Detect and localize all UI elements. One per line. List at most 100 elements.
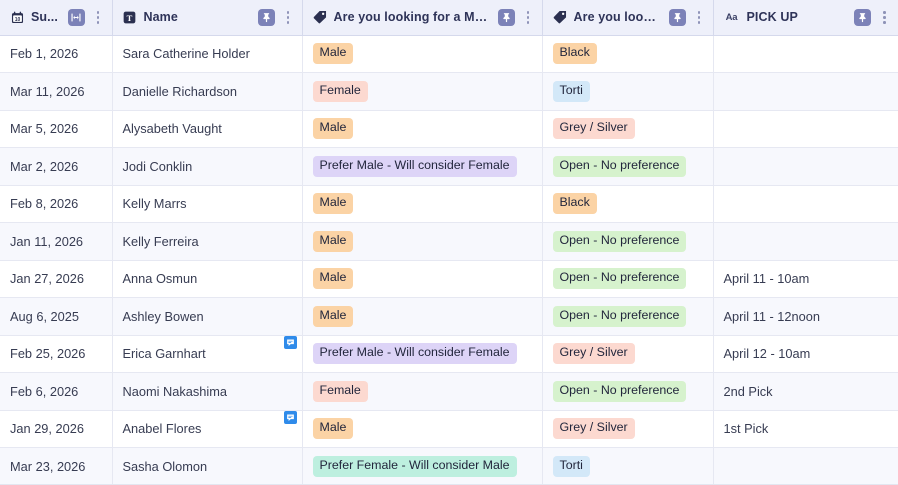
tag-chip[interactable]: Grey / Silver [552,343,635,365]
cell-date[interactable]: Jan 27, 2026 [0,260,113,298]
tag-chip[interactable]: Torti [552,80,590,102]
cell-pickup[interactable] [713,185,898,223]
cell-male-preference[interactable]: Male [302,410,543,448]
tag-chip[interactable]: Open - No preference [552,380,687,402]
comment-icon[interactable] [283,335,297,349]
cell-date[interactable]: Feb 1, 2026 [0,35,113,73]
tag-chip[interactable]: Male [312,43,354,65]
cell-pickup[interactable]: April 12 - 10am [713,335,898,373]
cell-male-preference[interactable]: Male [302,185,543,223]
cell-color-preference[interactable]: Grey / Silver [542,335,714,373]
cell-date[interactable]: Mar 2, 2026 [0,147,113,186]
column-menu-male[interactable] [523,9,534,25]
column-menu-name[interactable] [283,9,294,25]
cell-male-preference[interactable]: Male [302,110,543,148]
cell-pickup[interactable]: 2nd Pick [713,372,898,411]
cell-male-preference[interactable]: Prefer Male - Will consider Female [302,147,543,186]
tag-chip[interactable]: Black [552,43,597,65]
cell-name[interactable]: Anabel Flores [112,410,303,448]
column-menu-date[interactable] [93,9,104,25]
tag-chip[interactable]: Open - No preference [552,305,687,327]
cell-date[interactable]: Feb 8, 2026 [0,185,113,223]
cell-pickup[interactable] [713,72,898,111]
cell-color-preference[interactable]: Grey / Silver [542,110,714,148]
cell-date[interactable]: Mar 23, 2026 [0,447,113,484]
cell-name[interactable]: Ashley Bowen [112,297,303,336]
cell-pickup[interactable]: April 11 - 12noon [713,297,898,336]
pin-icon[interactable] [854,8,871,26]
pin-icon[interactable] [668,8,686,26]
cell-date[interactable]: Feb 6, 2026 [0,372,113,411]
cell-color-preference[interactable]: Grey / Silver [542,410,714,448]
cell-pickup[interactable] [713,110,898,148]
tag-chip[interactable]: Female [312,380,368,402]
cell-date[interactable]: Jan 29, 2026 [0,410,113,448]
cell-male-preference[interactable]: Female [302,372,543,411]
cell-male-preference[interactable]: Male [302,297,543,336]
cell-male-preference[interactable]: Male [302,35,543,73]
tag-chip[interactable]: Grey / Silver [552,118,635,140]
tag-chip[interactable]: Male [312,418,354,440]
tag-chip[interactable]: Open - No preference [552,268,687,290]
cell-name[interactable]: Alysabeth Vaught [112,110,303,148]
comment-icon[interactable] [283,410,297,424]
resize-column-icon[interactable] [67,8,85,26]
cell-color-preference[interactable]: Open - No preference [542,372,714,411]
cell-male-preference[interactable]: Female [302,72,543,111]
cell-date[interactable]: Jan 11, 2026 [0,222,113,261]
cell-color-preference[interactable]: Open - No preference [542,222,714,261]
tag-chip[interactable]: Female [312,80,368,102]
cell-name[interactable]: Jodi Conklin [112,147,303,186]
column-menu-color[interactable] [694,9,705,25]
cell-color-preference[interactable]: Black [542,185,714,223]
cell-male-preference[interactable]: Male [302,260,543,298]
cell-color-preference[interactable]: Open - No preference [542,147,714,186]
cell-name[interactable]: Sara Catherine Holder [112,35,303,73]
cell-name[interactable]: Danielle Richardson [112,72,303,111]
cell-pickup[interactable] [713,222,898,261]
cell-color-preference[interactable]: Torti [542,447,714,484]
cell-pickup[interactable] [713,35,898,73]
cell-name[interactable]: Naomi Nakashima [112,372,303,411]
cell-color-preference[interactable]: Black [542,35,714,73]
tag-chip[interactable]: Prefer Male - Will consider Female [312,343,517,365]
cell-male-preference[interactable]: Male [302,222,543,261]
cell-name[interactable]: Erica Garnhart [112,335,303,373]
tag-chip[interactable]: Open - No preference [552,155,687,177]
tag-chip[interactable]: Prefer Female - Will consider Male [312,455,517,477]
cell-pickup[interactable]: 1st Pick [713,410,898,448]
tag-chip[interactable]: Male [312,305,354,327]
pin-icon[interactable] [257,8,275,26]
cell-date[interactable]: Mar 11, 2026 [0,72,113,111]
column-header-male[interactable]: Are you looking for a Mal… [302,0,543,36]
cell-name[interactable]: Kelly Marrs [112,185,303,223]
tag-chip[interactable]: Grey / Silver [552,418,635,440]
tag-chip[interactable]: Male [312,230,354,252]
tag-chip[interactable]: Prefer Male - Will consider Female [312,155,517,177]
cell-pickup[interactable]: April 11 - 10am [713,260,898,298]
cell-name[interactable]: Kelly Ferreira [112,222,303,261]
tag-chip[interactable]: Torti [552,455,590,477]
column-header-color[interactable]: Are you look… [542,0,714,36]
cell-date[interactable]: Mar 5, 2026 [0,110,113,148]
cell-pickup[interactable] [713,147,898,186]
tag-chip[interactable]: Black [552,193,597,215]
tag-chip[interactable]: Male [312,193,354,215]
cell-name[interactable]: Anna Osmun [112,260,303,298]
cell-color-preference[interactable]: Open - No preference [542,260,714,298]
